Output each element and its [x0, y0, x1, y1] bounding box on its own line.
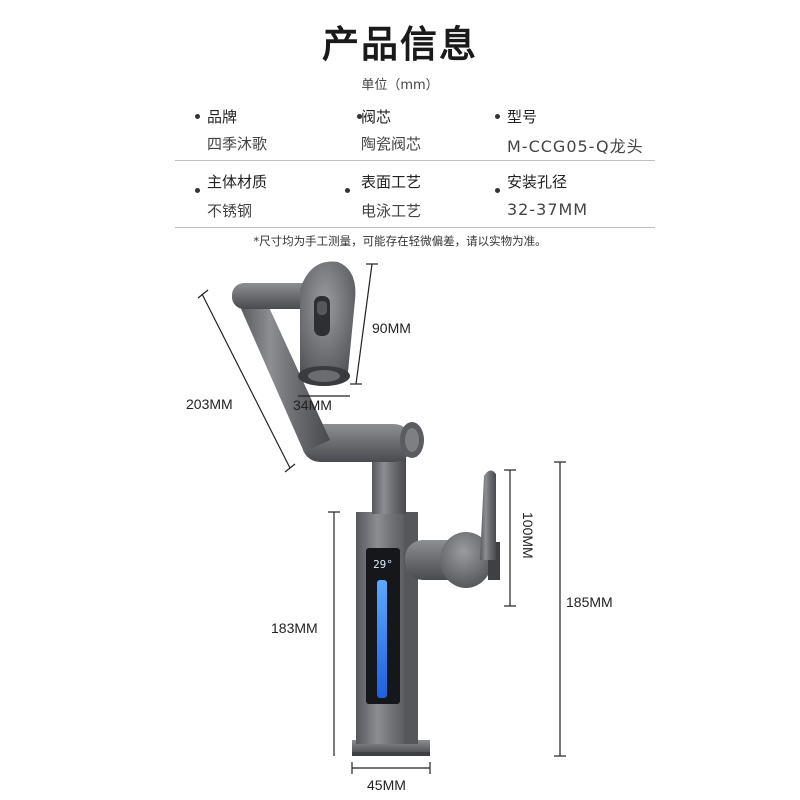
spec-cell-model: 型号 M-CCG05-Q龙头	[475, 100, 665, 160]
spec-label: 安装孔径	[507, 173, 568, 191]
spec-label: 主体材质	[207, 173, 268, 191]
dimension-label-body-height: 183MM	[271, 620, 318, 636]
dimension-label-handle-height: 100MM	[520, 512, 536, 559]
spec-label: 表面工艺	[361, 173, 422, 191]
bullet-icon	[357, 114, 362, 119]
bullet-icon	[195, 188, 200, 193]
spec-cell-brand: 品牌 四季沐歌	[175, 100, 335, 160]
dimension-lines	[197, 263, 566, 774]
bullet-icon	[195, 114, 200, 119]
faucet-diagonal-arm	[238, 292, 330, 452]
bullet-icon	[495, 188, 500, 193]
dimension-label-base-width: 45MM	[367, 777, 406, 793]
spec-value: 电泳工艺	[361, 202, 422, 220]
faucet-lower-arm	[302, 422, 424, 462]
bullet-icon	[495, 114, 500, 119]
spec-label: 阀芯	[361, 108, 392, 126]
spec-value: 32-37MM	[507, 200, 589, 219]
spec-table: 品牌 四季沐歌 阀芯 陶瓷阀芯 型号 M-CCG05-Q龙头 主体材质 不锈钢 …	[175, 100, 655, 228]
dimension-label-spout-width: 34MM	[293, 397, 332, 413]
spec-label: 型号	[507, 108, 538, 126]
spray-head	[298, 261, 356, 386]
bullet-icon	[345, 188, 350, 193]
spec-value: 陶瓷阀芯	[361, 135, 422, 153]
unit-label: 单位（mm）	[361, 78, 439, 93]
spec-value: 四季沐歌	[207, 135, 268, 153]
spec-cell-hole: 安装孔径 32-37MM	[475, 161, 665, 227]
faucet-body	[356, 512, 418, 744]
spec-row-1: 品牌 四季沐歌 阀芯 陶瓷阀芯 型号 M-CCG05-Q龙头	[175, 100, 655, 161]
spec-cell-valve: 阀芯 陶瓷阀芯	[337, 100, 487, 160]
spec-row-2: 主体材质 不锈钢 表面工艺 电泳工艺 安装孔径 32-37MM	[175, 161, 655, 228]
page-title: 产品信息	[322, 23, 478, 66]
measurement-note: *尺寸均为手工测量，可能存在轻微偏差，请以实物为准。	[253, 234, 547, 248]
dimension-label-total-height: 185MM	[566, 594, 613, 610]
spec-value: M-CCG05-Q龙头	[507, 137, 644, 156]
faucet-upper-arm	[232, 283, 314, 309]
temperature-readout: 29°	[373, 558, 393, 571]
spec-label: 品牌	[207, 108, 238, 126]
dimension-label-spout-height: 90MM	[372, 320, 411, 336]
spec-value: 不锈钢	[207, 202, 253, 220]
spec-cell-finish: 表面工艺 电泳工艺	[337, 161, 487, 227]
spec-cell-material: 主体材质 不锈钢	[175, 161, 335, 227]
mixer-handle	[405, 470, 500, 588]
dimension-label-arm-length: 203MM	[186, 396, 233, 412]
